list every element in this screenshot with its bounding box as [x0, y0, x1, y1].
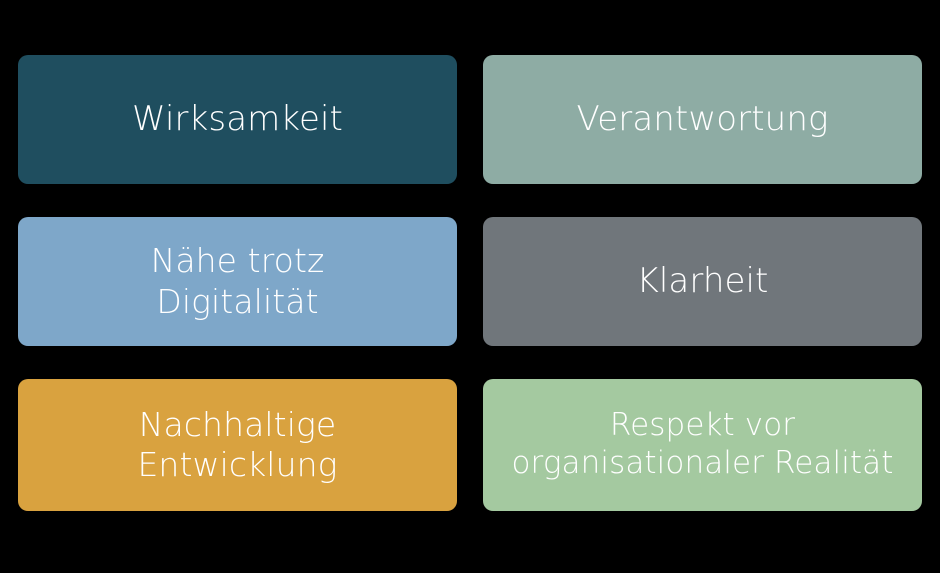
tile-respekt-vor-organisationaler-realitaet[interactable]: Respekt vor organisationaler Realität: [483, 379, 922, 511]
tile-label-wirksamkeit: Wirksamkeit: [132, 98, 343, 139]
tile-naehe-trotz-digitalitaet[interactable]: Nähe trotz Digitalität: [18, 217, 457, 346]
tile-verantwortung[interactable]: Verantwortung: [483, 55, 922, 184]
tile-label-nachhaltige-entwicklung: Nachhaltige Entwicklung: [137, 404, 338, 484]
value-tile-grid: Wirksamkeit Verantwortung Nähe trotz Dig…: [18, 55, 922, 511]
tile-label-klarheit: Klarheit: [636, 260, 769, 301]
tile-wirksamkeit[interactable]: Wirksamkeit: [18, 55, 457, 184]
tile-label-verantwortung: Verantwortung: [576, 98, 829, 139]
tile-label-respekt-vor-organisationaler-realitaet: Respekt vor organisationaler Realität: [511, 407, 894, 481]
tile-nachhaltige-entwicklung[interactable]: Nachhaltige Entwicklung: [18, 379, 457, 511]
tile-klarheit[interactable]: Klarheit: [483, 217, 922, 346]
tile-label-naehe-trotz-digitalitaet: Nähe trotz Digitalität: [150, 241, 325, 321]
